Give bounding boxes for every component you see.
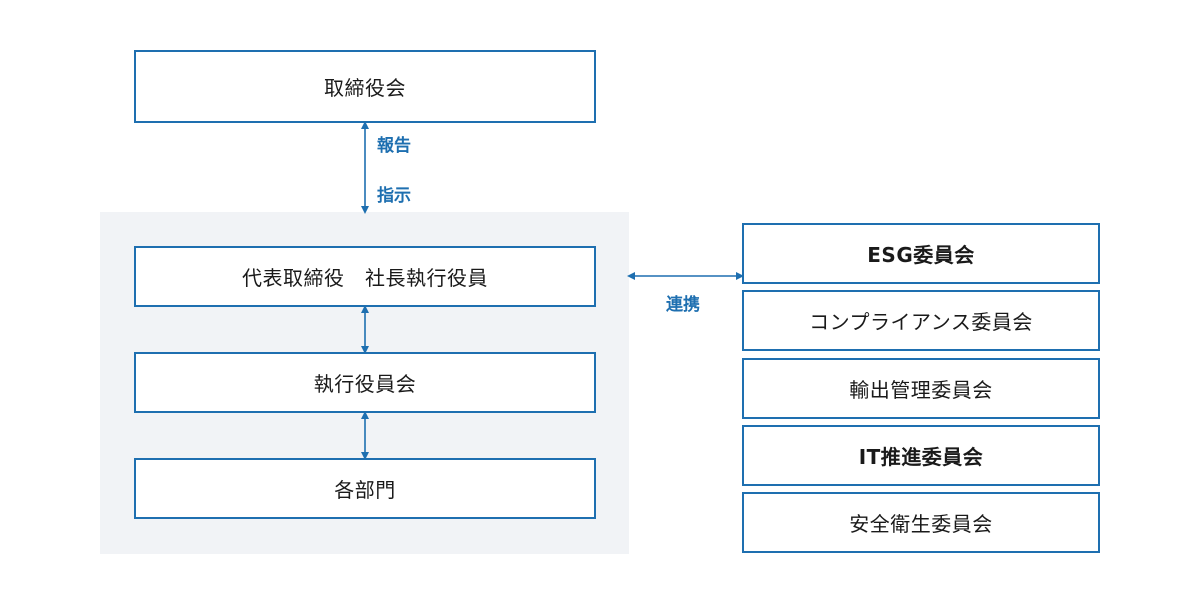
departments-label: 各部門 (334, 478, 396, 502)
board-box: 取締役会 (134, 50, 596, 123)
committee-esg-box: ESG委員会 (742, 223, 1100, 284)
committee-safety-health-label: 安全衛生委員会 (849, 512, 993, 536)
board-label: 取締役会 (324, 76, 406, 100)
executive-committee-box: 執行役員会 (134, 352, 596, 413)
collaboration-label: 連携 (666, 295, 700, 315)
instruct-label: 指示 (377, 186, 411, 206)
committee-it-label: IT推進委員会 (858, 445, 984, 469)
committee-it-box: IT推進委員会 (742, 425, 1100, 486)
ceo-label: 代表取締役 社長執行役員 (242, 266, 488, 290)
committee-export-control-box: 輸出管理委員会 (742, 358, 1100, 419)
committee-compliance-box: コンプライアンス委員会 (742, 290, 1100, 351)
committee-export-control-label: 輸出管理委員会 (849, 378, 993, 402)
committee-safety-health-box: 安全衛生委員会 (742, 492, 1100, 553)
committee-compliance-label: コンプライアンス委員会 (809, 310, 1033, 334)
executive-committee-label: 執行役員会 (313, 372, 417, 396)
report-label: 報告 (377, 136, 411, 156)
committee-esg-label: ESG委員会 (867, 243, 975, 267)
